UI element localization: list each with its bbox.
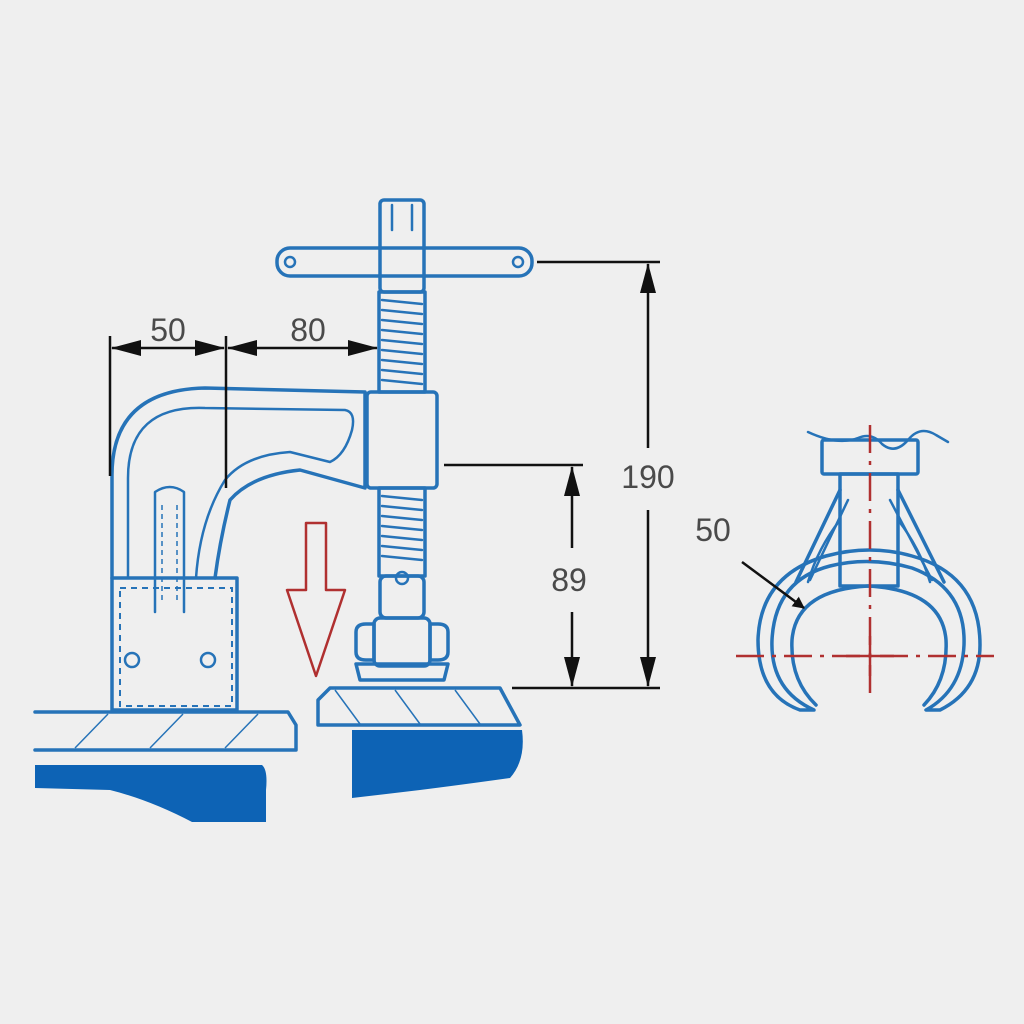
dim-label-clamp-height: 89 [551,562,587,598]
dim-label-jaw-diameter: 50 [695,512,731,548]
screw-spindle [275,198,534,682]
dim-label-reach: 80 [290,312,326,348]
clamp-frame [110,386,439,712]
right-base-block [352,730,523,798]
dim-label-arm-width: 50 [150,312,186,348]
jaw-centerlines [736,425,994,695]
down-arrow-icon [285,521,347,678]
workpiece [33,686,523,822]
jaw-diameter-leader [741,560,805,610]
left-base-block [35,765,267,822]
dimension-lines [108,260,660,690]
dim-label-overall-height: 190 [621,459,674,495]
